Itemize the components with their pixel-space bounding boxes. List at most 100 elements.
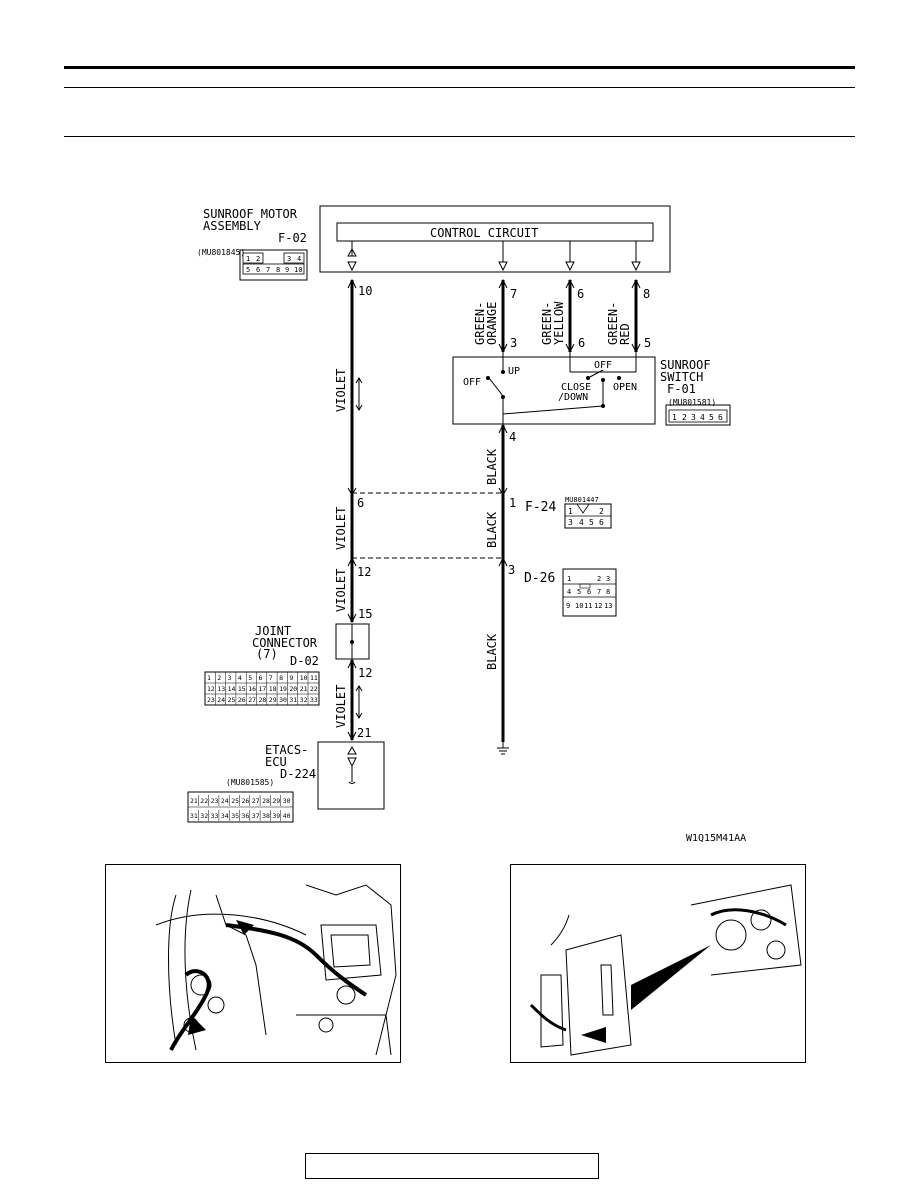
switch-pin-1: 1 (672, 413, 677, 422)
motor-title-line1: SUNROOF MOTOR (203, 207, 298, 221)
joint-pin-10: 10 (300, 674, 308, 682)
switch-label-close: CLOSE (561, 382, 591, 393)
wire-label-violet-4: VIOLET (334, 685, 348, 728)
motor-pin-5: 5 (246, 266, 250, 274)
switch-label-off-top: OFF (594, 360, 612, 371)
etacs-pin-29: 29 (272, 797, 280, 805)
etacs-pin-24: 24 (221, 797, 229, 805)
joint-pin-19: 19 (279, 685, 287, 693)
terminal-21: 21 (357, 726, 371, 740)
etacs-title-line2: ECU (265, 755, 287, 769)
joint-pin-16: 16 (248, 685, 256, 693)
d26-pin-10: 10 (575, 602, 583, 610)
joint-pin-21: 21 (300, 685, 308, 693)
header-rule-top (64, 66, 855, 69)
header-rule-middle (64, 87, 855, 88)
etacs-pin-21: 21 (190, 797, 198, 805)
bidirectional-arrow-lower (355, 685, 363, 719)
joint-pin-17: 17 (259, 685, 267, 693)
switch-internal (488, 352, 637, 425)
etacs-pin-22: 22 (200, 797, 208, 805)
d26-pin-7: 7 (597, 588, 601, 596)
etacs-pin-28: 28 (262, 797, 270, 805)
etacs-code: D-224 (280, 767, 316, 781)
joint-pin-22: 22 (310, 685, 318, 693)
joint-pin-27: 27 (248, 696, 256, 704)
etacs-pin-32: 32 (200, 812, 208, 820)
d26-pin-9: 9 (566, 602, 570, 610)
header-rule-bottom (64, 136, 855, 137)
etacs-pin-36: 36 (242, 812, 250, 820)
joint-pin-23: 23 (207, 696, 215, 704)
etacs-internal (347, 745, 357, 784)
etacs-pin-23: 23 (211, 797, 219, 805)
dashboard-harness-illustration (155, 884, 397, 1056)
switch-connector-f01: 1 2 3 4 5 6 (665, 404, 731, 426)
joint-pin-11: 11 (310, 674, 318, 682)
joint-pin-25: 25 (228, 696, 236, 704)
figure-id: W1Q15M41AA (686, 833, 746, 844)
motor-pin-7: 7 (266, 266, 270, 274)
d26-pin-5: 5 (577, 588, 581, 596)
motor-part-no: (MU801845) (197, 248, 245, 257)
joint-title-line1: JOINT (255, 624, 291, 638)
etacs-pin-35: 35 (231, 812, 239, 820)
joint-pin-26: 26 (238, 696, 246, 704)
footer-page-box (305, 1153, 599, 1179)
thick-wires (350, 280, 638, 742)
d26-pin-2: 2 (597, 575, 601, 583)
wire-label-green-red-2: RED (618, 323, 632, 345)
joint-pin-13: 13 (217, 685, 225, 693)
f24-pin-3: 3 (568, 518, 573, 527)
wire-label-black-3: BLACK (485, 633, 499, 670)
motor-pin-3: 3 (287, 255, 291, 263)
f24-pin-2: 2 (599, 507, 604, 516)
joint-pin-7: 7 (269, 674, 273, 682)
sunroof-switch-box (452, 356, 656, 425)
d26-code: D-26 (524, 571, 555, 586)
switch-label-open: OPEN (613, 382, 637, 393)
etacs-pin-26: 26 (242, 797, 250, 805)
etacs-ecu-box (317, 741, 385, 810)
f24-pin-6: 6 (599, 518, 604, 527)
wire-label-violet-1: VIOLET (334, 369, 348, 412)
switch-label-close-down: /DOWN (558, 392, 588, 403)
etacs-pin-40: 40 (283, 812, 291, 820)
wire-label-green-yellow-2: YELLOW (552, 301, 566, 345)
wire-label-green-red-1: GREEN- (606, 302, 620, 345)
f24-pin-4: 4 (579, 518, 584, 527)
motor-pin-10: 10 (294, 266, 302, 274)
wire-label-violet-3: VIOLET (334, 569, 348, 612)
motor-pin-8: 8 (276, 266, 280, 274)
joint-pin-2: 2 (217, 674, 221, 682)
etacs-pin-30: 30 (283, 797, 291, 805)
joint-pin-14: 14 (228, 685, 236, 693)
terminal-6-motor: 6 (577, 287, 584, 301)
joint-pin-28: 28 (259, 696, 267, 704)
switch-pin-6: 6 (718, 413, 723, 422)
etacs-pin-27: 27 (252, 797, 260, 805)
d26-pin-11: 11 (584, 602, 592, 610)
joint-pin-33: 33 (310, 696, 318, 704)
switch-pin-4: 4 (700, 413, 705, 422)
joint-pin-24: 24 (217, 696, 225, 704)
joint-pin-15: 15 (238, 685, 246, 693)
d26-pin-1: 1 (567, 575, 571, 583)
motor-pin-1: 1 (246, 255, 250, 263)
etacs-title-line1: ETACS- (265, 743, 308, 757)
joint-pin-29: 29 (269, 696, 277, 704)
joint-title-line2: CONNECTOR (252, 636, 318, 650)
f24-part-no: MU801447 (565, 496, 599, 504)
d26-pin-3: 3 (606, 575, 610, 583)
d26-pin-13: 13 (604, 602, 612, 610)
terminal-4: 4 (509, 430, 516, 444)
etacs-ecu-illustration (529, 884, 802, 1056)
motor-pin-2: 2 (256, 255, 260, 263)
switch-title-line1: SUNROOF (660, 358, 711, 372)
terminal-7: 7 (510, 287, 517, 301)
switch-part-no: (MU801581) (668, 398, 716, 407)
switch-code: F-01 (667, 382, 696, 396)
terminal-arrows (347, 278, 641, 742)
joint-pin-9: 9 (289, 674, 293, 682)
